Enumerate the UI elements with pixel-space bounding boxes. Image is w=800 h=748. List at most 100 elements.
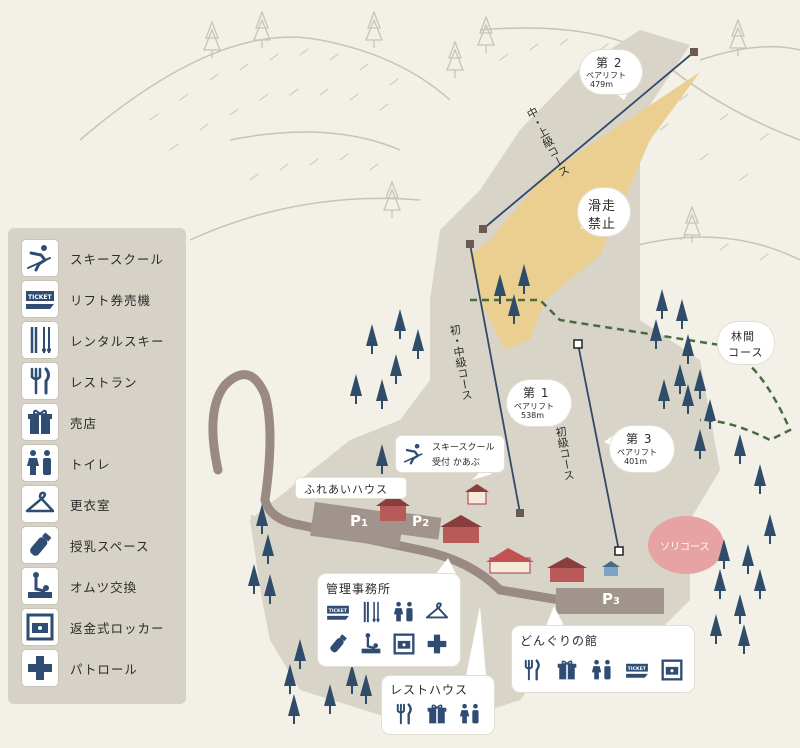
hill-hatch: [149, 38, 769, 261]
buildings: [376, 484, 620, 582]
ski-school-reception: 受付 かあぶ: [432, 458, 480, 468]
legend-item: スキースクール: [22, 240, 182, 276]
tree: [346, 664, 358, 694]
parking-label-p2: P2: [412, 514, 430, 530]
legend-label: トイレ: [70, 457, 111, 472]
lift-lines: [469, 51, 695, 552]
tree: [376, 444, 388, 474]
legend-item: 返金式ロッカー: [22, 609, 182, 645]
woods-course-callout: 林間 コース: [718, 322, 774, 364]
ski-school-callout: スキースクール 受付 かあぶ: [396, 436, 504, 472]
tree: [754, 464, 766, 494]
legend-item: パトロール: [22, 650, 182, 686]
lift1-length: 538m: [521, 411, 545, 420]
kanri-office-callout: 管理事務所 TICKET: [318, 574, 460, 666]
lift1-type: ペアリフト: [514, 402, 554, 411]
legend-label: パトロール: [70, 662, 138, 677]
background-trees: [203, 10, 747, 243]
tree: [294, 639, 306, 669]
ski-school-title: スキースクール: [432, 443, 495, 453]
lift2-type: ペアリフト: [586, 71, 626, 80]
parking-label-p1: P1: [350, 512, 368, 530]
tree: [694, 429, 706, 459]
legend-item: トイレ: [22, 445, 182, 481]
rest-house-building: [486, 548, 534, 574]
shop-gift-icon: [553, 656, 581, 684]
tree: [704, 399, 716, 429]
lift3-length: 401m: [624, 457, 648, 466]
toilet-icon: [22, 445, 58, 481]
lift1-callout: 第 1 ペアリフト 538m: [507, 380, 571, 426]
nursing-bottle-icon: [22, 527, 58, 563]
legend-label: スキースクール: [70, 252, 164, 267]
legend-item: オムツ交換: [22, 568, 182, 604]
restaurant-icon: [518, 656, 546, 684]
fureai-house-building: [376, 494, 410, 521]
tree: [674, 364, 686, 394]
hanger-icon: [22, 486, 58, 522]
woods-course-line1: 林間: [731, 330, 755, 343]
tree: [682, 384, 694, 414]
tree: [694, 369, 706, 399]
lift3-callout: 第 3 ペアリフト 401m: [610, 426, 674, 472]
legend-item: 売店: [22, 404, 182, 440]
legend-label: 返金式ロッカー: [70, 621, 165, 636]
legend-label: リフト券売機: [70, 293, 152, 308]
legend-item: TICKET リフト券売機: [22, 281, 182, 317]
small-hut: [602, 561, 620, 576]
legend-item: レストラン: [22, 363, 182, 399]
lift-ticket-icon: TICKET: [22, 281, 58, 317]
patrol-cross-icon: [22, 650, 58, 686]
tree: [324, 684, 336, 714]
tree: [742, 544, 754, 574]
donguri-building: [547, 557, 587, 582]
rest-house-title: レストハウス: [390, 683, 469, 697]
shop-gift-icon: [22, 404, 58, 440]
kanri-office-title: 管理事務所: [326, 582, 392, 596]
nursing-bottle-icon: [324, 630, 352, 658]
tree: [754, 569, 766, 599]
legend-panel: スキースクール TICKET リフト券売機レンタルスキーレストラン売店トイレ更衣室授…: [8, 228, 186, 704]
tree: [350, 374, 362, 404]
legend-label: 更衣室: [70, 498, 111, 513]
tree: [710, 614, 722, 644]
rest-house-callout: レストハウス: [382, 676, 494, 734]
tree: [764, 514, 776, 544]
lift-ticket-icon: TICKET: [623, 656, 651, 684]
restaurant-icon: [22, 363, 58, 399]
no-ski-line2: 禁止: [588, 217, 617, 232]
tree: [656, 289, 668, 319]
tree: [256, 504, 268, 534]
svg-text:TICKET: TICKET: [28, 294, 52, 301]
tree: [262, 534, 274, 564]
toilet-icon: [390, 598, 418, 626]
svg-text:TICKET: TICKET: [329, 608, 348, 614]
tree: [376, 379, 388, 409]
ski-school-icon: [22, 240, 58, 276]
no-ski-line1: 滑走: [588, 199, 617, 214]
legend-label: レストラン: [70, 375, 138, 390]
sled-course-area: [648, 516, 724, 574]
woods-course-line2: コース: [728, 346, 764, 359]
lift2-name: 第 2: [596, 56, 623, 70]
ski-school-building: [465, 484, 489, 505]
legend-label: レンタルスキー: [70, 334, 165, 349]
rental-ski-icon: [357, 598, 385, 626]
diaper-change-icon: [357, 630, 385, 658]
tree: [494, 274, 506, 304]
lift-ticket-icon: TICKET: [324, 598, 352, 626]
lift3-name: 第 3: [626, 432, 653, 446]
restaurant-icon: [390, 700, 418, 728]
lift1-name: 第 1: [523, 386, 550, 400]
locker-icon: [658, 656, 686, 684]
parking-label-p3: P3: [602, 590, 620, 608]
tree: [734, 594, 746, 624]
tree: [738, 624, 750, 654]
legend-label: 授乳スペース: [70, 539, 150, 554]
tree: [518, 264, 530, 294]
lift3-top-station: [573, 339, 583, 349]
tree: [676, 299, 688, 329]
tree: [508, 294, 520, 324]
parking-lot-p3: [556, 588, 664, 614]
